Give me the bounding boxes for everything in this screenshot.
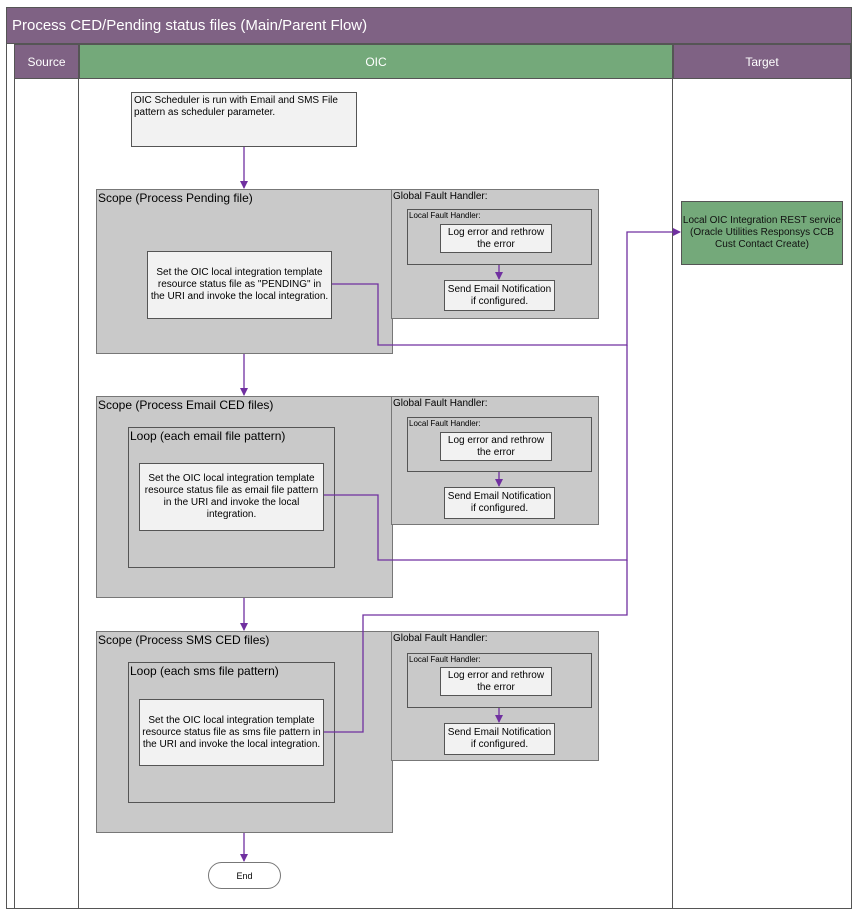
global-fault-label: Global Fault Handler: <box>393 398 488 409</box>
log-error-box: Log error and rethrow the error <box>440 224 552 253</box>
scheduler-start-box: OIC Scheduler is run with Email and SMS … <box>131 92 357 147</box>
lane-divider <box>78 79 79 908</box>
send-notification-box: Send Email Notification if configured. <box>444 723 555 755</box>
task-box-pending: Set the OIC local integration template r… <box>147 251 332 319</box>
target-rest-service-box: Local OIC Integration REST service (Orac… <box>681 201 843 265</box>
lane-divider <box>672 79 673 908</box>
log-error-box: Log error and rethrow the error <box>440 432 552 461</box>
send-notification-box: Send Email Notification if configured. <box>444 280 555 311</box>
loop-label: Loop (each email file pattern) <box>130 429 286 443</box>
invoke-connector <box>332 228 681 346</box>
lane-header-target: Target <box>673 44 851 79</box>
local-fault-label: Local Fault Handler: <box>409 655 481 664</box>
invoke-connector <box>324 560 628 733</box>
end-node: End <box>208 862 281 889</box>
loop-label: Loop (each sms file pattern) <box>130 664 279 678</box>
global-fault-label: Global Fault Handler: <box>393 633 488 644</box>
scope-label: Scope (Process Email CED files) <box>98 398 274 412</box>
global-fault-label: Global Fault Handler: <box>393 191 488 202</box>
lane-divider <box>14 79 15 908</box>
task-box-sms: Set the OIC local integration template r… <box>139 699 324 766</box>
lane-divider <box>851 79 852 908</box>
send-notification-box: Send Email Notification if configured. <box>444 487 555 519</box>
diagram-title: Process CED/Pending status files (Main/P… <box>6 7 852 44</box>
scope-label: Scope (Process Pending file) <box>98 191 253 205</box>
scope-label: Scope (Process SMS CED files) <box>98 633 270 647</box>
invoke-connector <box>324 345 628 561</box>
task-box-email: Set the OIC local integration template r… <box>139 463 324 531</box>
local-fault-label: Local Fault Handler: <box>409 211 481 220</box>
log-error-box: Log error and rethrow the error <box>440 667 552 696</box>
lane-header-oic: OIC <box>79 44 673 79</box>
lane-header-source: Source <box>14 44 79 79</box>
local-fault-label: Local Fault Handler: <box>409 419 481 428</box>
